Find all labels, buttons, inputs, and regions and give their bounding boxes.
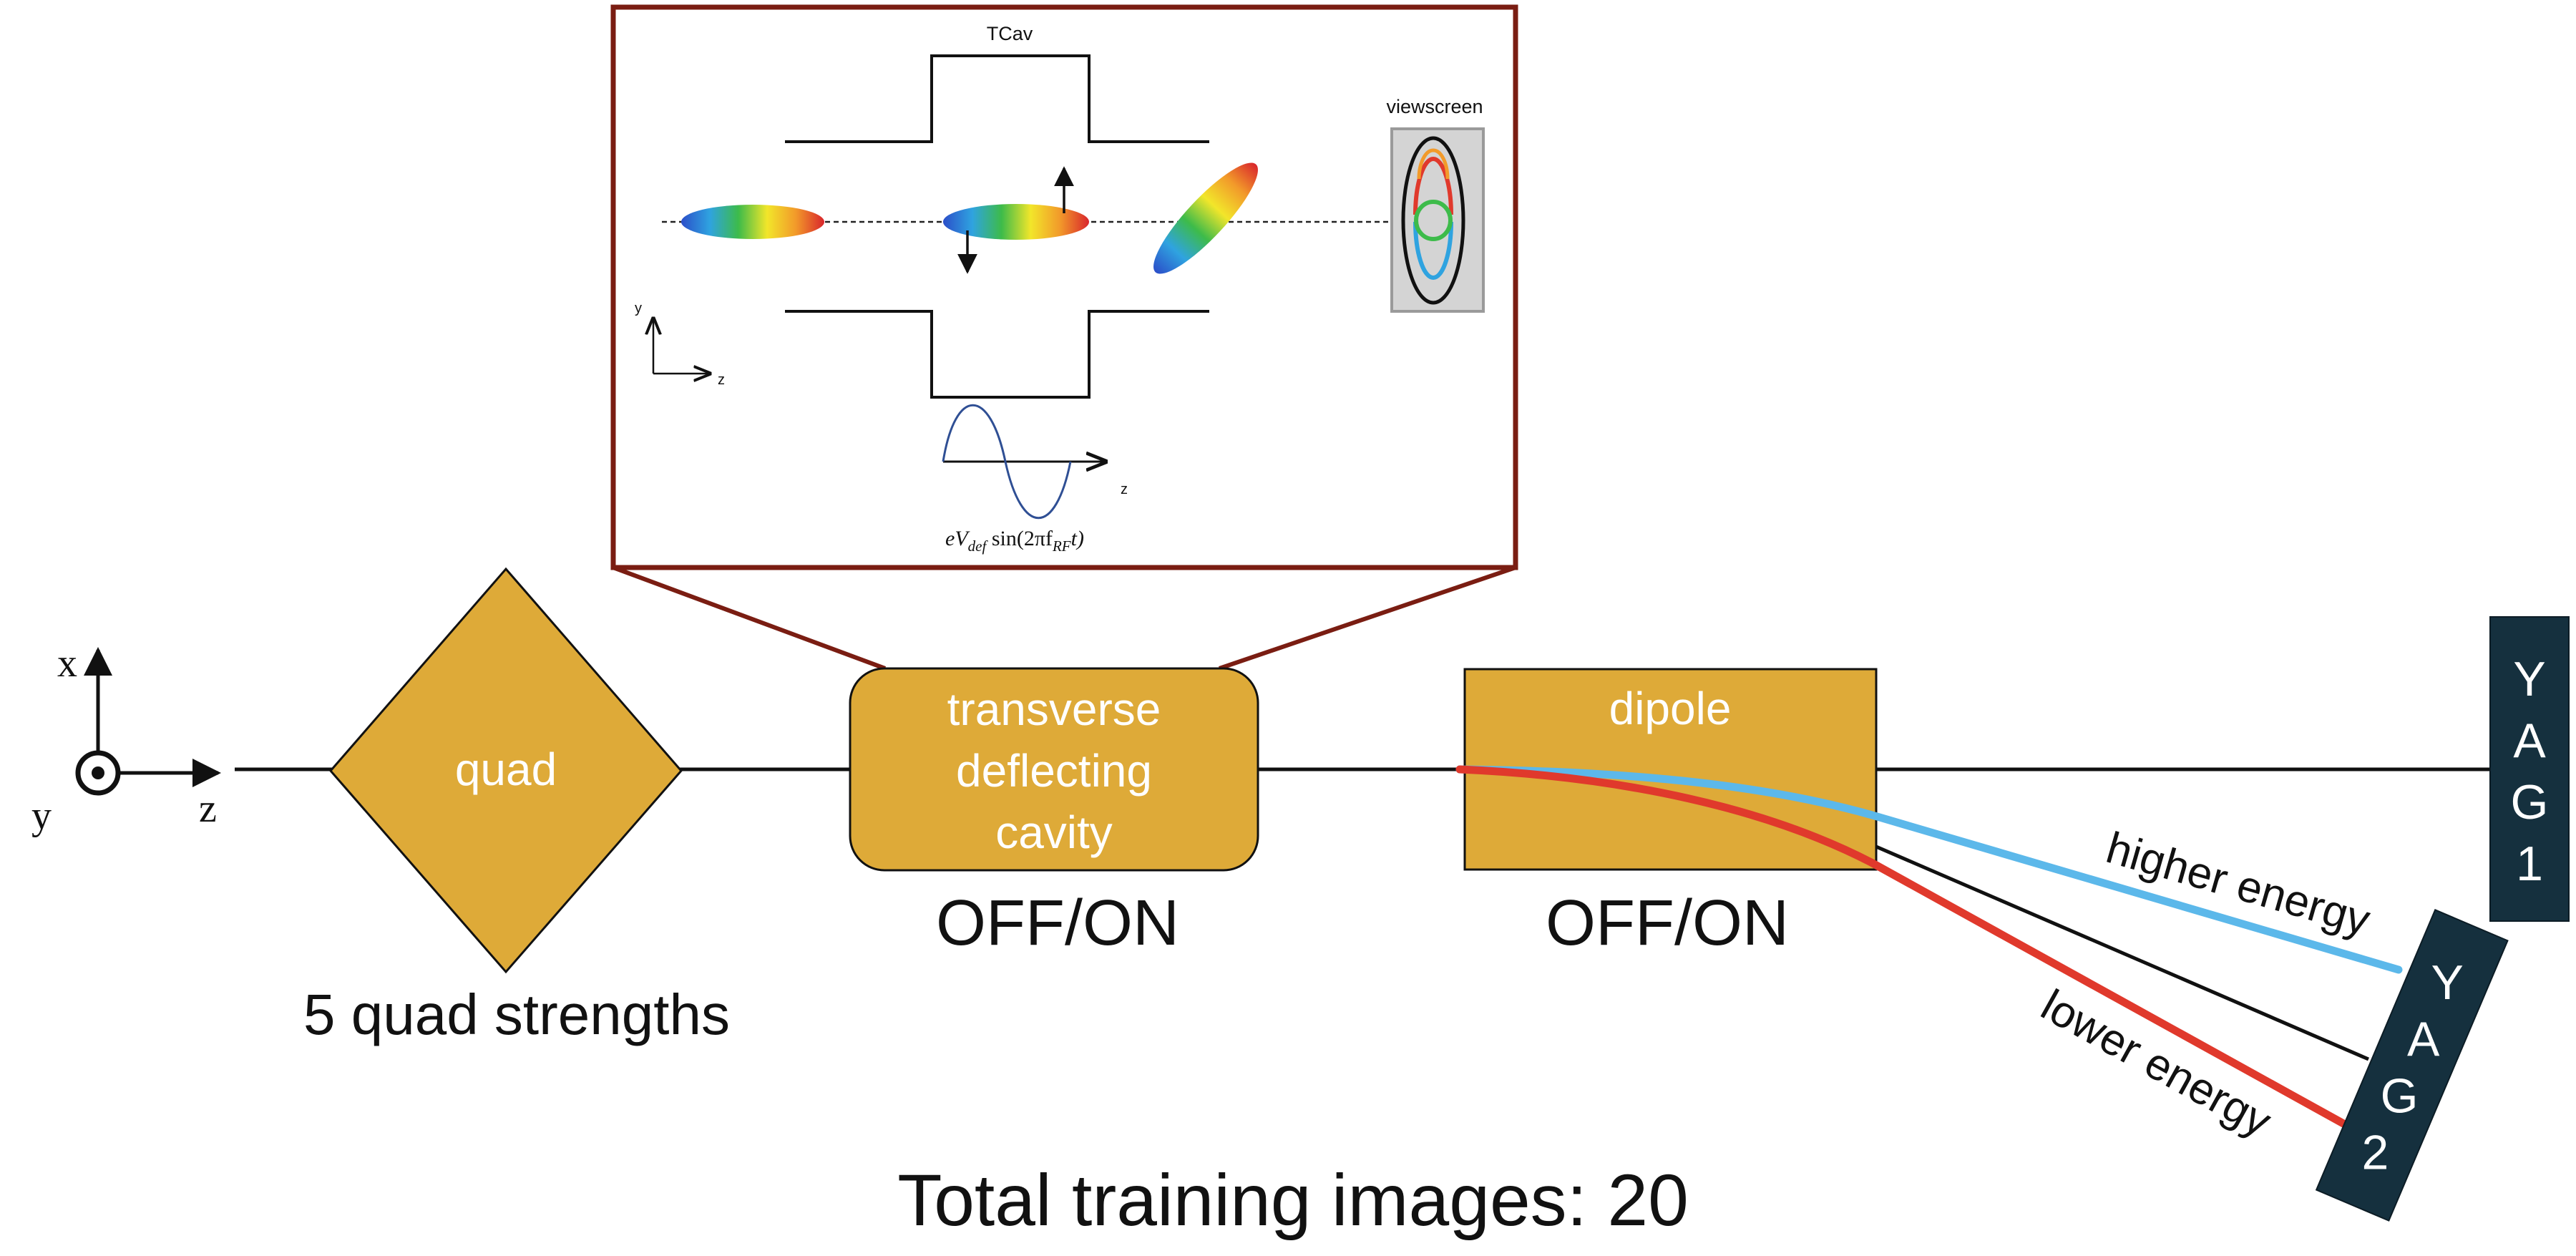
yag1-screen: Y A G 1 (2489, 616, 2570, 922)
cavity-top-outline (785, 54, 1209, 143)
total-training-images: Total training images: 20 (897, 1159, 1689, 1241)
quad-label: quad (455, 744, 557, 795)
tcav-label-line-1: transverse (947, 683, 1161, 735)
yag2-char-2: A (2407, 1012, 2440, 1066)
inset-z-label: z (718, 372, 725, 388)
viewscreen (1390, 127, 1485, 313)
y-axis-dot (92, 766, 104, 779)
transverse-deflecting-cavity: transverse deflecting cavity OFF/ON (849, 667, 1259, 959)
yag2-screen: Y A G 2 (2315, 909, 2509, 1222)
yag2-box (2315, 909, 2509, 1222)
yag1-box (2489, 616, 2570, 922)
tcav-label-line-3: cavity (995, 807, 1113, 858)
inset-connector-left (612, 565, 887, 671)
tcav-label-line-2: deflecting (956, 745, 1152, 797)
inset-y-label: y (635, 301, 642, 316)
inset-frame (610, 4, 1518, 570)
yag2-char-4: 2 (2362, 1126, 2389, 1180)
bunch-incoming (681, 205, 824, 239)
viewscreen-orange-arc (1417, 148, 1450, 180)
viewscreen-red-arc (1413, 157, 1453, 215)
tcav-box (849, 667, 1259, 872)
beam-path-nominal-deflected (1870, 842, 2369, 1061)
viewscreen-blue-arc (1413, 221, 1453, 280)
dipole-label: dipole (1609, 683, 1732, 734)
quadrupole: quad 5 quad strengths (303, 567, 730, 1046)
dipole-state: OFF/ON (1546, 887, 1789, 959)
viewscreen-label: viewscreen (1386, 96, 1483, 117)
yag2-char-3: G (2381, 1068, 2419, 1123)
cavity-bottom-outline (785, 310, 1209, 399)
bunch-in-cavity (943, 204, 1089, 240)
axis-x-label: x (57, 641, 77, 686)
higher-energy-label: higher energy (2101, 823, 2375, 945)
quad-diamond (329, 567, 683, 974)
yag1-char-1: Y (2513, 652, 2545, 706)
rf-sine-wave (942, 404, 1072, 519)
yag1-char-4: 1 (2516, 837, 2543, 891)
bunch-tilted (1153, 162, 1258, 274)
viewscreen-outer-ring (1401, 136, 1465, 305)
yag1-char-2: A (2513, 714, 2546, 768)
dipole-magnet: dipole OFF/ON (1463, 668, 1878, 959)
rf-formula: eVdef sin(2πfRFt) (945, 527, 1084, 555)
wave-z-label: z (1121, 482, 1128, 497)
yag2-char-1: Y (2431, 955, 2464, 1010)
tcav-state: OFF/ON (936, 887, 1179, 959)
tcav-inset: TCav viewscreen y z z eVdef sin(2πf (610, 4, 1518, 671)
quad-strengths-caption: 5 quad strengths (303, 983, 730, 1046)
coordinate-axes: x y z (31, 641, 221, 838)
yag1-char-3: G (2511, 775, 2549, 829)
axis-z-label: z (199, 787, 217, 831)
tcav-title: TCav (987, 23, 1033, 44)
axis-y-label: y (31, 794, 52, 838)
lower-energy-trajectory (1455, 765, 2348, 1128)
viewscreen-green-ring (1414, 200, 1453, 241)
inset-connector-right (1219, 565, 1516, 671)
